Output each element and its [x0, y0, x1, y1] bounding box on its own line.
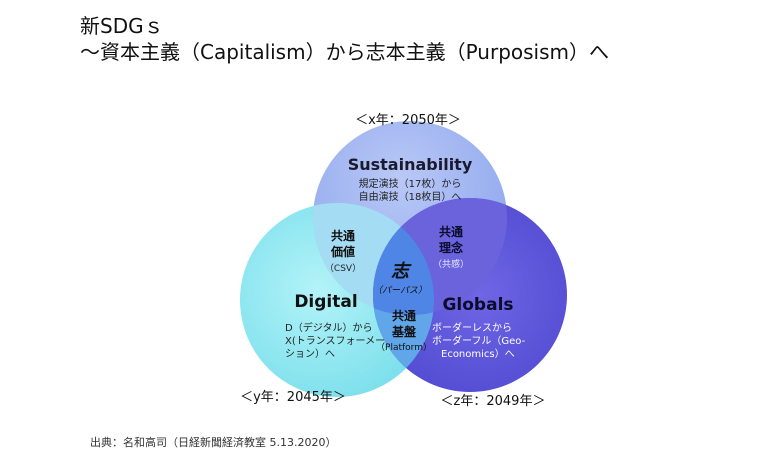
- globals-desc-2: ボーダーフル（Geo-: [432, 334, 526, 347]
- sustainability-title: Sustainability: [348, 155, 473, 174]
- overlap-platform-line-2: 基盤: [391, 324, 417, 339]
- overlap-csv-line-2: 価値: [330, 244, 355, 259]
- globals-year-label: ＜z年：2049年＞: [441, 394, 546, 409]
- sustainability-year-label: ＜x年：2050年＞: [355, 113, 461, 128]
- center-purpose-kanji: 志: [391, 261, 412, 282]
- overlap-platform-line-3: （Platform）: [376, 342, 432, 353]
- overlap-empathy-line-3: （共感）: [433, 258, 469, 270]
- overlap-csv-line-1: 共通: [331, 228, 355, 243]
- overlap-empathy-line-2: 理念: [439, 240, 463, 255]
- globals-desc-3: Economics）へ: [441, 348, 515, 360]
- digital-desc-3: ション）へ: [285, 348, 335, 360]
- sustainability-desc-2: 自由演技（18枚目）へ: [359, 190, 462, 203]
- overlap-csv-line-3: （CSV）: [325, 263, 361, 274]
- slide-title-line-1: 新SDGｓ: [80, 14, 164, 38]
- sustainability-desc-1: 規定演技（17枚）から: [359, 177, 462, 190]
- slide-title-line-2: ～資本主義（Capitalism）から志本主義（Purposism）へ: [80, 40, 610, 64]
- digital-title: Digital: [294, 292, 357, 312]
- center-purpose-label: （パーパス）: [373, 285, 427, 296]
- overlap-empathy-line-1: 共通: [439, 224, 463, 239]
- digital-year-label: ＜y年：2045年＞: [240, 390, 346, 405]
- source-citation: 出典：名和高司（日経新聞経済教室 5.13.2020）: [90, 436, 337, 449]
- overlap-platform-line-1: 共通: [392, 308, 416, 323]
- digital-desc-1: D（デジタル）から: [285, 321, 373, 334]
- globals-desc-1: ボーダーレスから: [432, 321, 512, 334]
- globals-title: Globals: [442, 295, 513, 315]
- digital-desc-2: X(トランスフォーメー: [285, 335, 385, 347]
